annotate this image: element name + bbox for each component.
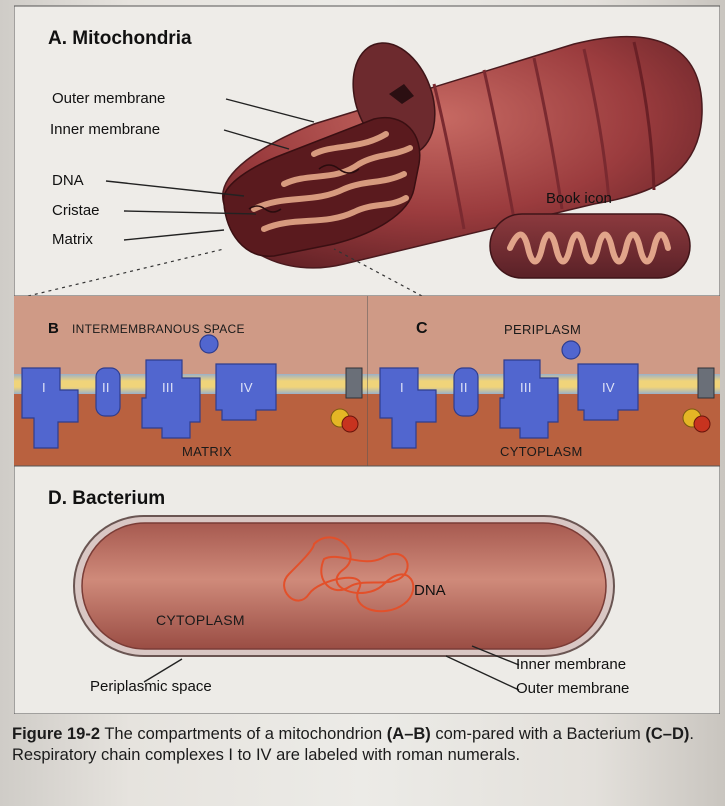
panel-a-title: A. Mitochondria <box>48 28 192 50</box>
complex-ii-label-b: II <box>102 380 110 395</box>
panel-b-letter: B <box>48 320 59 337</box>
panel-b-matrix: Matrix <box>182 444 232 459</box>
caption-ref-cd: (C–D) <box>645 725 689 743</box>
caption-ref-ab: (A–B) <box>387 725 431 743</box>
panel-b-label: Intermembranous space <box>72 322 245 336</box>
label-dna: DNA <box>52 172 84 189</box>
complex-iii-label-c: III <box>520 380 532 395</box>
panel-c-cytoplasm: Cytoplasm <box>500 444 583 459</box>
label-bacterium-dna: DNA <box>414 582 446 599</box>
book-icon-mitochondrion <box>490 214 690 278</box>
label-outer-membrane: Outer membrane <box>52 90 165 107</box>
label-cristae: Cristae <box>52 202 100 219</box>
label-periplasmic-space: Periplasmic space <box>90 678 212 695</box>
bacterium-illustration <box>74 516 614 656</box>
complex-iv-label-c: IV <box>602 380 615 395</box>
complex-i-label-c: I <box>400 380 404 395</box>
label-bacterium-outer-membrane: Outer membrane <box>516 680 629 697</box>
figure-caption: Figure 19-2 The compartments of a mitoch… <box>12 724 717 766</box>
complex-i-label-b: I <box>42 380 46 395</box>
panel-c-letter: C <box>416 320 428 338</box>
panel-d-title: D. Bacterium <box>48 488 165 510</box>
panel-c-label: Periplasm <box>504 322 581 337</box>
caption-figure-label: Figure 19-2 <box>12 725 100 743</box>
label-book-icon: Book icon <box>546 190 612 207</box>
figure-artwork <box>14 4 720 714</box>
caption-text-2: com-pared with a Bacterium <box>431 725 646 743</box>
figure-19-2: A. Mitochondria Outer membrane Inner mem… <box>14 4 720 714</box>
complex-iii-label-b: III <box>162 380 174 395</box>
label-inner-membrane: Inner membrane <box>50 121 160 138</box>
label-matrix: Matrix <box>52 231 93 248</box>
complex-iv-label-b: IV <box>240 380 253 395</box>
label-bacterium-cytoplasm: Cytoplasm <box>156 612 245 628</box>
label-bacterium-inner-membrane: Inner membrane <box>516 656 626 673</box>
caption-text-1: The compartments of a mitochondrion <box>100 725 387 743</box>
complex-ii-label-c: II <box>460 380 468 395</box>
